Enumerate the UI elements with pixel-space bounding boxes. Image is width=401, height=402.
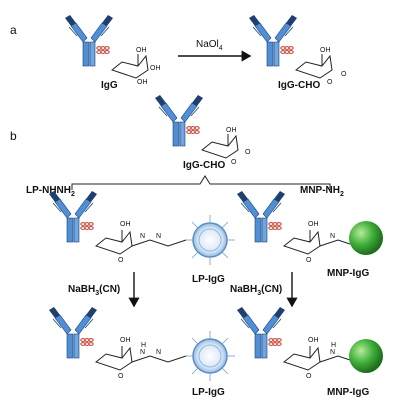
linker-sugar-bot-right (283, 345, 321, 371)
lp-igg-bot-antibody-icon (48, 306, 98, 359)
atom-o-5: O (118, 257, 124, 264)
liposome-mid-icon (192, 222, 228, 258)
mnp-mid-sphere-icon (349, 221, 383, 255)
branch-bracket (71, 175, 331, 190)
label-lp-igg-mid: LP-IgG (192, 274, 225, 285)
atom-oh-8: OH (120, 337, 131, 344)
liposome-mid-spikes (186, 215, 235, 265)
liposome-bot-inner (198, 344, 222, 368)
atom-oh-2: OH (150, 65, 161, 72)
atom-n-5: N (156, 349, 161, 356)
atom-n-6: N (330, 349, 335, 356)
atom-oh-1: OH (136, 47, 147, 54)
liposome-bot-icon (192, 338, 228, 374)
reagent-reduce-right: NaBH3(CN) (230, 284, 282, 297)
oxidized-sugar-icon (295, 53, 333, 79)
liposome-bot-spikes (186, 331, 235, 381)
linker-sugar-mid-left (95, 229, 133, 255)
label-mnp-igg-mid: MNP-IgG (327, 268, 369, 279)
hydrazine-linker-bot (131, 355, 187, 363)
atom-n-2: N (156, 233, 161, 240)
atom-h-2: H (331, 342, 336, 349)
imine-linker-mid (319, 239, 351, 247)
mnp-bot-sphere-icon (349, 339, 383, 373)
reagent-naio4: NaOl4 (196, 39, 223, 52)
igg-cho-b-antibody-icon (154, 94, 204, 147)
atom-n-3: N (330, 233, 335, 240)
reagent-reduce-left: NaBH3(CN) (68, 284, 120, 297)
atom-oh-4: OH (320, 47, 331, 54)
igg-antibody-icon (64, 14, 114, 67)
oxidized-sugar-b-icon (201, 133, 239, 159)
atom-oh-3: OH (137, 79, 148, 86)
label-lp-igg-bot: LP-IgG (192, 387, 225, 398)
sugar-ring-icon (111, 53, 149, 79)
panel-b-label: b (10, 129, 17, 143)
mnp-igg-bot-antibody-icon (236, 306, 286, 359)
atom-o-1: O (341, 71, 347, 78)
atom-o-6: O (306, 257, 312, 264)
label-igg-cho-b: IgG-CHO (183, 160, 225, 171)
label-igg-cho: IgG-CHO (278, 80, 320, 91)
atom-h-1: H (141, 342, 146, 349)
linker-sugar-mid-right (283, 229, 321, 255)
mnp-igg-mid-antibody-icon (236, 190, 286, 243)
linker-sugar-bot-left (95, 345, 133, 371)
atom-o-7: O (118, 373, 124, 380)
atom-oh-7: OH (308, 221, 319, 228)
branch-left-label: LP-NHNH2 (26, 185, 75, 198)
amine-linker-bot (319, 355, 351, 363)
lp-igg-mid-antibody-icon (48, 190, 98, 243)
atom-n-1: N (140, 233, 145, 240)
liposome-mid-inner (198, 228, 222, 252)
igg-cho-antibody-icon (248, 14, 298, 67)
branch-right-label: MNP-NH2 (300, 185, 344, 198)
atom-oh-9: OH (308, 337, 319, 344)
atom-n-4: N (140, 349, 145, 356)
atom-oh-6: OH (120, 221, 131, 228)
label-mnp-igg-bot: MNP-IgG (327, 387, 369, 398)
hydrazone-linker-mid (131, 239, 187, 247)
atom-oh-5: OH (226, 127, 237, 134)
atom-o-4: O (231, 159, 237, 166)
panel-a-label: a (10, 23, 17, 37)
atom-o-2: O (327, 79, 333, 86)
atom-o-3: O (245, 149, 251, 156)
label-igg: IgG (101, 80, 118, 91)
atom-o-8: O (306, 373, 312, 380)
